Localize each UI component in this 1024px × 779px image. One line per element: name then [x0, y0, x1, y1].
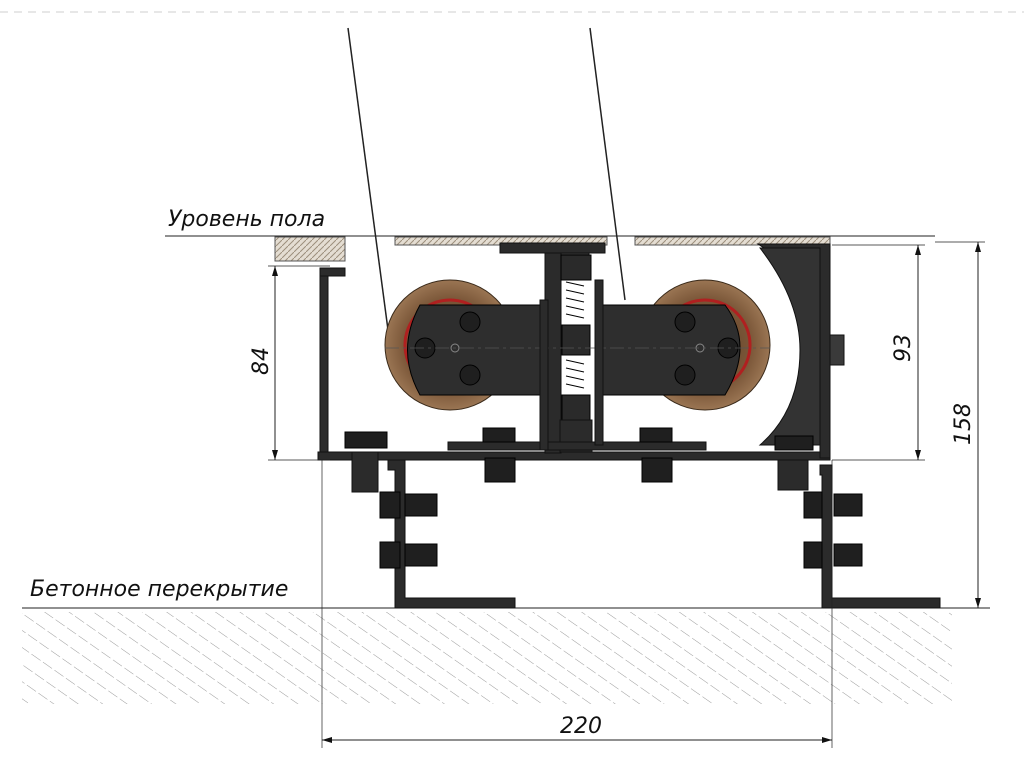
left-wheel: [384, 279, 549, 411]
right-bracket: [758, 247, 821, 446]
mounting-leg-right: [803, 464, 941, 609]
concrete-slab-label: Бетонное перекрытие: [30, 577, 288, 602]
concrete-slab: [22, 612, 952, 704]
bottom-bolts: [344, 427, 814, 493]
dimension-84: 84: [249, 265, 330, 461]
dimension-93: 93: [832, 244, 925, 461]
dimension-158: 158: [935, 241, 985, 608]
floor-level-label: Уровень пола: [168, 207, 325, 232]
right-wheel: [599, 279, 771, 411]
floor-covering: [274, 236, 831, 262]
dimension-158-label: 158: [951, 403, 976, 445]
mounting-leg-left: [379, 459, 516, 609]
dimension-93-label: 93: [891, 334, 916, 362]
support-line-right: [589, 27, 626, 301]
dimension-220-label: 220: [560, 714, 602, 739]
support-line-left: [347, 27, 391, 346]
left-inner-bracket: [539, 299, 549, 451]
dimension-220: 220: [321, 460, 833, 748]
dimension-84-label: 84: [249, 347, 274, 375]
right-inner-bracket: [594, 279, 604, 446]
side-nut: [829, 334, 845, 366]
base-plate: [447, 441, 707, 451]
